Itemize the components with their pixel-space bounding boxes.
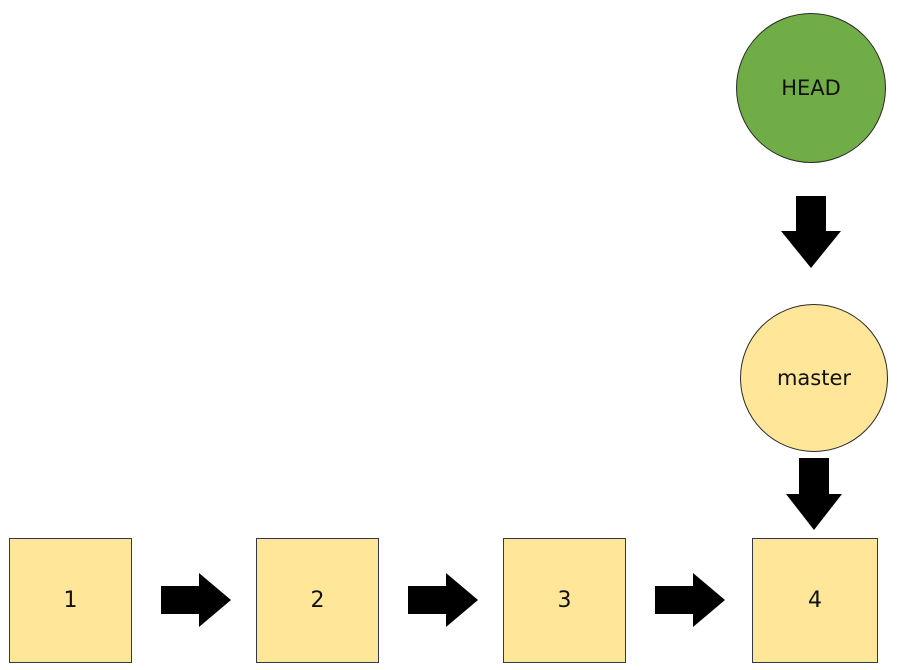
head-pointer-node: HEAD (736, 13, 886, 163)
commit-label-1: 1 (63, 588, 78, 613)
commit-2-to-3-arrow-icon (408, 573, 478, 627)
commit-label-2: 2 (310, 588, 325, 613)
master-to-commit-arrow-icon (786, 458, 842, 530)
commit-3-to-4-arrow-icon (655, 573, 725, 627)
master-label: master (776, 366, 852, 390)
commit-label-3: 3 (557, 588, 572, 613)
commit-1-to-2-arrow-icon (161, 573, 231, 627)
commit-node-3: 3 (503, 538, 626, 663)
head-to-master-arrow-icon (781, 196, 841, 268)
commit-node-4: 4 (752, 538, 878, 663)
commit-label-4: 4 (808, 588, 822, 613)
commit-node-2: 2 (256, 538, 379, 663)
commit-node-1: 1 (9, 538, 132, 663)
head-label: HEAD (781, 76, 841, 100)
master-branch-node: master (740, 304, 888, 452)
